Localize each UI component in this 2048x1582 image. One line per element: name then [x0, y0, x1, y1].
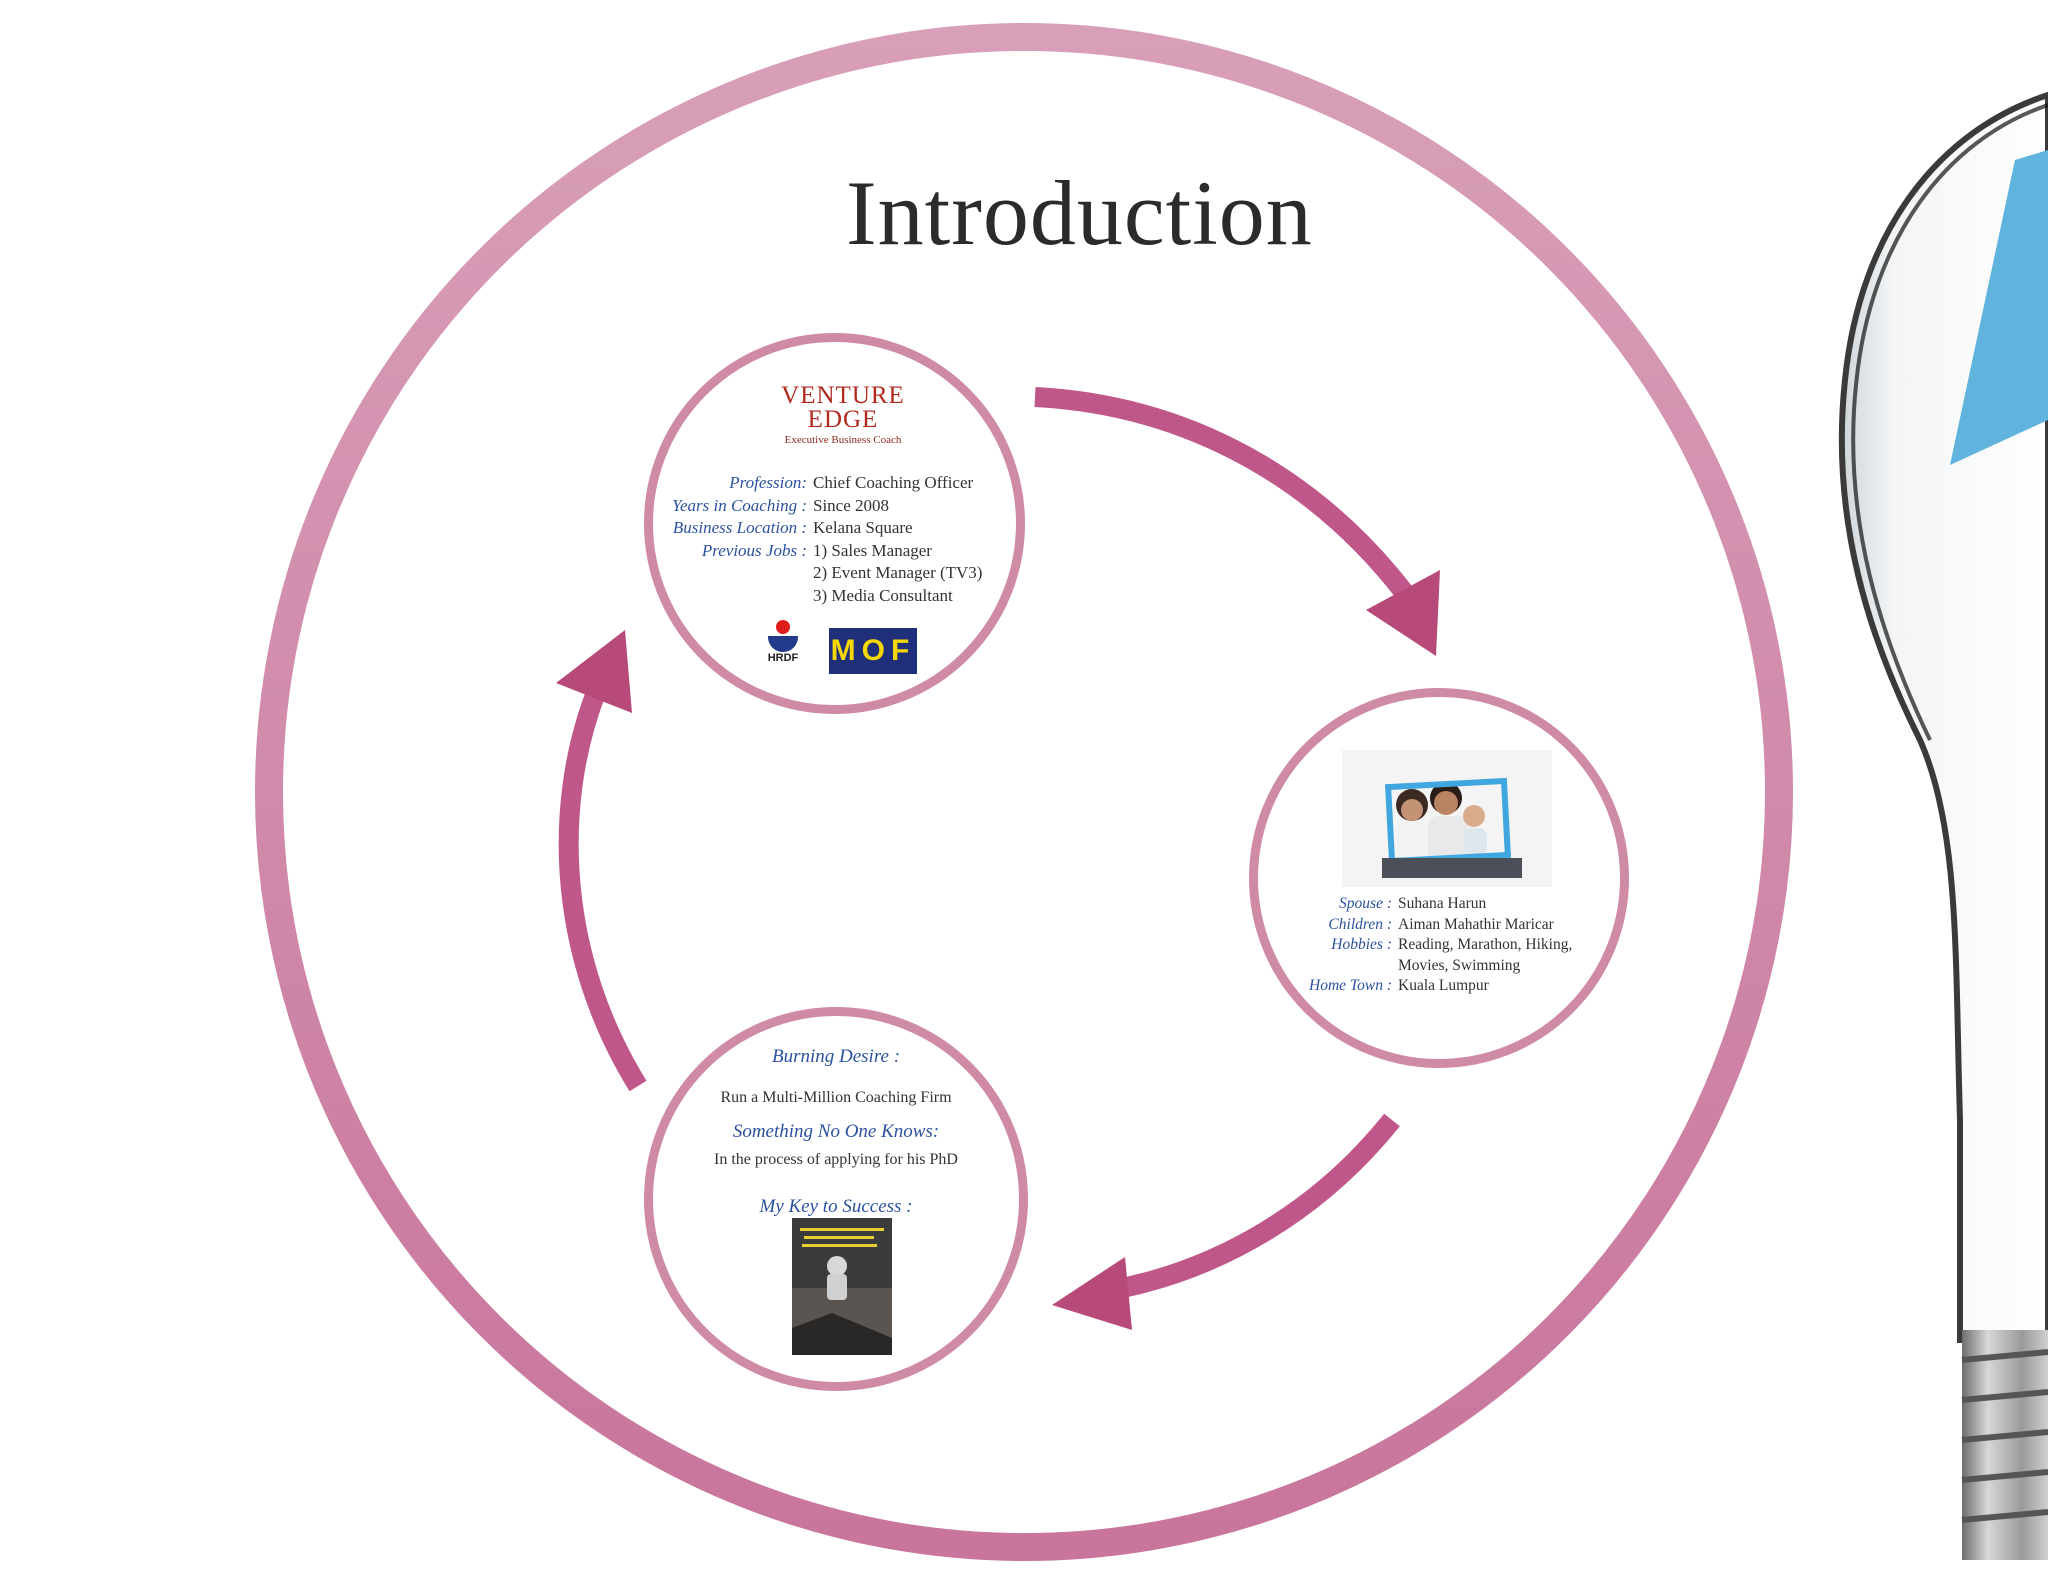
secret-value: In the process of applying for his PhD — [714, 1151, 958, 1168]
detail-row: Years in Coaching : Since 2008 — [653, 495, 1034, 518]
secret-label: Something No One Knows: — [732, 1121, 940, 1142]
detail-label: Profession: — [729, 473, 807, 492]
arrow-left — [558, 686, 647, 1092]
mof-logo: MOF — [829, 628, 917, 674]
arrow-bottom — [1110, 1113, 1400, 1300]
hrdf-logo: HRDF — [763, 620, 803, 670]
outer-ring — [255, 23, 1793, 1561]
detail-row: 3) Media Consultant — [653, 585, 1034, 608]
detail-row: Previous Jobs : 1) Sales Manager — [653, 540, 1034, 563]
bulb-blue-shape — [1950, 150, 2048, 465]
detail-value: Aiman Mahathir Maricar — [1398, 915, 1554, 933]
detail-row: Hobbies : Reading, Marathon, Hiking, — [1258, 934, 1638, 955]
detail-row: Home Town : Kuala Lumpur — [1258, 975, 1638, 996]
detail-value: Since 2008 — [813, 495, 890, 515]
light-bulb-illustration — [1838, 91, 2048, 1560]
detail-value: 1) Sales Manager — [813, 540, 932, 560]
burning-desire-value: Run a Multi-Million Coaching Firm — [720, 1089, 952, 1106]
detail-row: Spouse : Suhana Harun — [1258, 893, 1638, 914]
arrow-head-left — [556, 630, 632, 713]
detail-value: 3) Media Consultant — [813, 585, 953, 605]
detail-value: Kelana Square — [813, 518, 913, 537]
career-circle: VENTURE EDGE Executive Business Coach Pr… — [644, 333, 1025, 714]
cycle-arrows — [558, 387, 1418, 1300]
venture-edge-logo: VENTURE EDGE Executive Business Coach — [781, 382, 905, 446]
detail-value: Reading, Marathon, Hiking, — [1398, 936, 1573, 953]
detail-row: Movies, Swimming — [1258, 955, 1638, 976]
detail-row: Business Location : Kelana Square — [653, 517, 1034, 540]
book-cover-image — [792, 1218, 892, 1355]
detail-value: Chief Coaching Officer — [813, 473, 974, 492]
detail-label: Hobbies : — [1331, 936, 1392, 953]
detail-label: Previous Jobs : — [701, 540, 807, 560]
aspirations-circle: Burning Desire : Run a Multi-Million Coa… — [644, 1007, 1028, 1391]
key-to-success-label: My Key to Success : — [759, 1196, 913, 1217]
detail-value: 2) Event Manager (TV3) — [813, 563, 983, 582]
detail-label: Business Location : — [672, 518, 807, 537]
page-title: Introduction — [846, 162, 1313, 264]
detail-row: Profession: Chief Coaching Officer — [653, 472, 1034, 495]
burning-desire-label: Burning Desire : — [771, 1046, 901, 1067]
detail-value: Movies, Swimming — [1398, 956, 1521, 974]
detail-label: Years in Coaching : — [672, 495, 807, 515]
arrow-top-right — [1034, 387, 1418, 607]
detail-value: Suhana Harun — [1398, 895, 1487, 912]
detail-label: Spouse : — [1339, 895, 1392, 912]
arrow-head-top-right — [1366, 570, 1440, 656]
detail-label: Children : — [1328, 915, 1392, 933]
detail-row: Children : Aiman Mahathir Maricar — [1258, 914, 1638, 935]
arrow-head-bottom — [1052, 1257, 1132, 1330]
detail-row: 2) Event Manager (TV3) — [653, 562, 1034, 585]
detail-label: Home Town : — [1309, 977, 1392, 994]
detail-value: Kuala Lumpur — [1398, 977, 1489, 994]
family-photo — [1342, 750, 1552, 887]
